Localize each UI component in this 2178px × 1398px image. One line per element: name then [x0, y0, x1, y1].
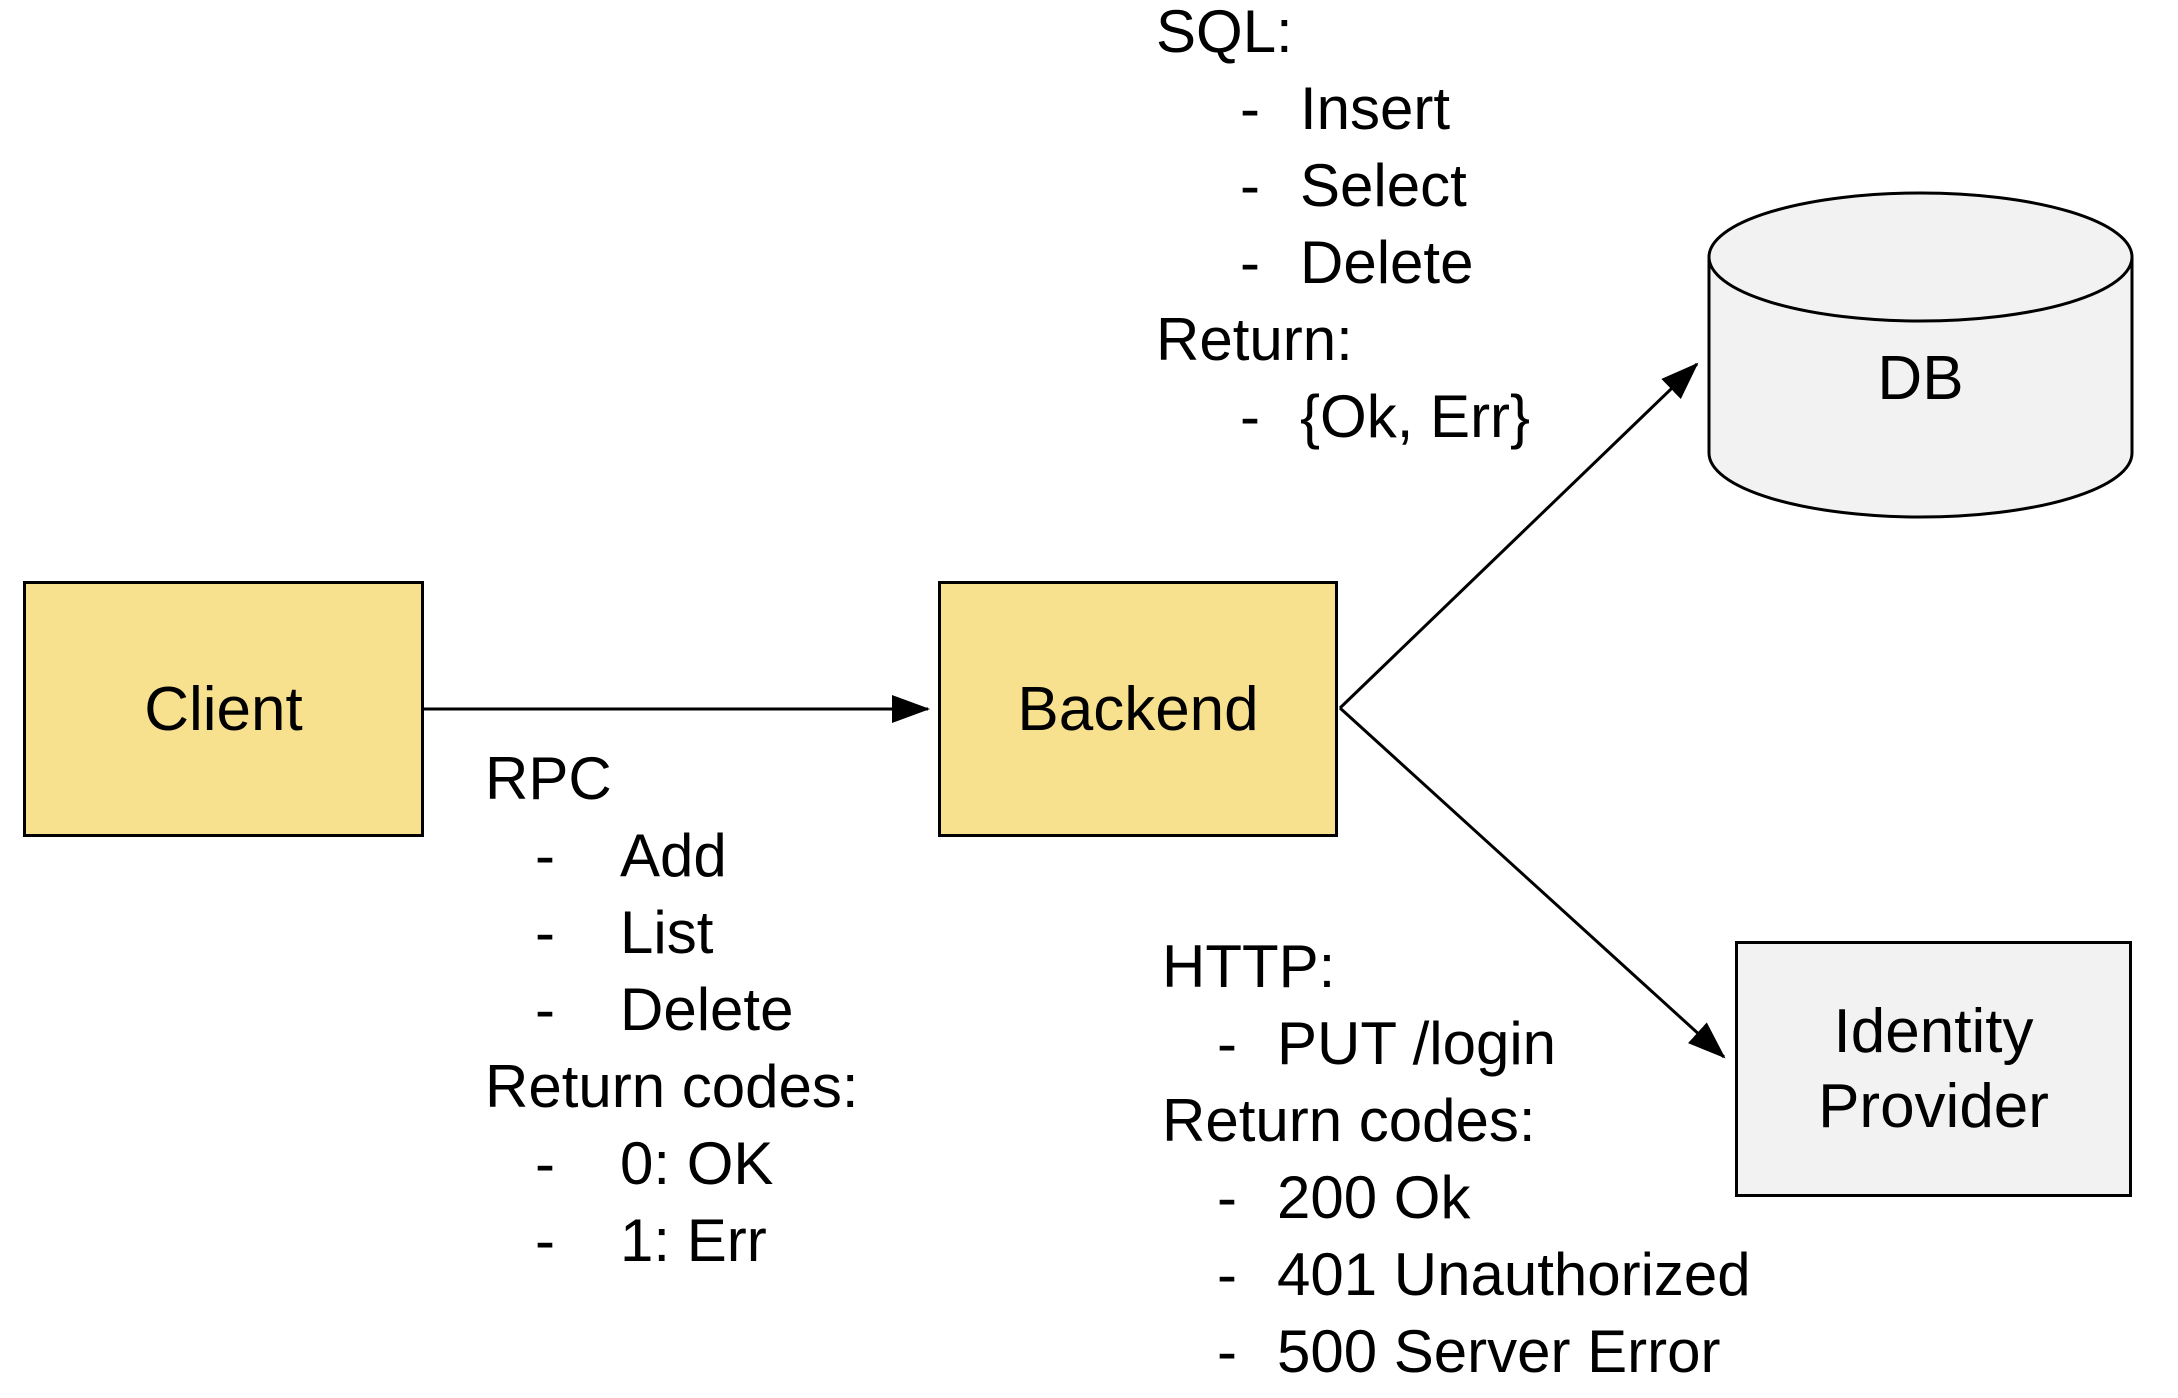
bullet-dash: -: [535, 1207, 555, 1274]
annotation-line: -{Ok, Err}: [1156, 378, 1530, 455]
bullet-dash: -: [1240, 383, 1260, 450]
bullet-dash: -: [535, 899, 555, 966]
node-backend: Backend: [938, 581, 1338, 837]
node-db-label-container: DB: [1810, 342, 2031, 414]
annotation-item: Add: [620, 822, 727, 889]
annotation-header: HTTP:: [1162, 933, 1336, 1000]
annotation-line: -Select: [1156, 147, 1530, 224]
annotation-item: Delete: [1300, 229, 1474, 296]
bullet-dash: -: [1240, 229, 1260, 296]
http-annotation-block: HTTP: -PUT /login Return codes: -200 Ok …: [1162, 928, 1751, 1390]
node-backend-label: Backend: [1017, 674, 1259, 744]
node-identity-provider: Identity Provider: [1735, 941, 2132, 1197]
annotation-header: RPC: [485, 745, 612, 812]
bullet-dash: -: [1217, 1241, 1237, 1308]
bullet-dash: -: [535, 822, 555, 889]
annotation-line: -Add: [485, 817, 859, 894]
bullet-dash: -: [1240, 152, 1260, 219]
db-cylinder-shape: [1707, 191, 2134, 519]
annotation-item: 500 Server Error: [1277, 1318, 1721, 1385]
edge-backend-to-identity-provider: [1338, 706, 1726, 1059]
bullet-dash: -: [1217, 1318, 1237, 1385]
node-client-label: Client: [144, 674, 303, 744]
annotation-line: HTTP:: [1162, 928, 1751, 1005]
annotation-item: {Ok, Err}: [1300, 383, 1531, 450]
node-db-label: DB: [1877, 343, 1964, 413]
annotation-header: SQL:: [1156, 0, 1293, 65]
bullet-dash: -: [1217, 1010, 1237, 1077]
annotation-line: -Delete: [1156, 224, 1530, 301]
annotation-line: -1: Err: [485, 1202, 859, 1279]
annotation-item: 401 Unauthorized: [1277, 1241, 1751, 1308]
annotation-item: Insert: [1300, 75, 1451, 142]
annotation-line: Return:: [1156, 301, 1530, 378]
annotation-item: Delete: [620, 976, 794, 1043]
annotation-item: PUT /login: [1277, 1010, 1557, 1077]
sql-annotation-block: SQL: -Insert -Select -Delete Return: -{O…: [1156, 0, 1530, 455]
bullet-dash: -: [1217, 1164, 1237, 1231]
annotation-item: 200 Ok: [1277, 1164, 1471, 1231]
annotation-header: Return:: [1156, 306, 1353, 373]
bullet-dash: -: [1240, 75, 1260, 142]
annotation-line: Return codes:: [485, 1048, 859, 1125]
bullet-dash: -: [535, 1130, 555, 1197]
node-client: Client: [23, 581, 424, 837]
edge-backend-to-db: [1338, 362, 1699, 710]
annotation-item: 1: Err: [620, 1207, 767, 1274]
annotation-line: -401 Unauthorized: [1162, 1236, 1751, 1313]
annotation-item: 0: OK: [620, 1130, 774, 1197]
annotation-line: SQL:: [1156, 0, 1530, 70]
annotation-line: Return codes:: [1162, 1082, 1751, 1159]
annotation-line: -PUT /login: [1162, 1005, 1751, 1082]
annotation-line: -500 Server Error: [1162, 1313, 1751, 1390]
annotation-line: -200 Ok: [1162, 1159, 1751, 1236]
node-identity-provider-label: Identity Provider: [1818, 997, 2049, 1141]
annotation-header: Return codes:: [1162, 1087, 1536, 1154]
bullet-dash: -: [535, 976, 555, 1043]
rpc-annotation-block: RPC -Add -List -Delete Return codes: -0:…: [485, 740, 859, 1279]
annotation-line: -List: [485, 894, 859, 971]
annotation-item: Select: [1300, 152, 1467, 219]
annotation-line: -0: OK: [485, 1125, 859, 1202]
annotation-line: RPC: [485, 740, 859, 817]
annotation-line: -Delete: [485, 971, 859, 1048]
annotation-header: Return codes:: [485, 1053, 859, 1120]
annotation-line: -Insert: [1156, 70, 1530, 147]
annotation-item: List: [620, 899, 714, 966]
